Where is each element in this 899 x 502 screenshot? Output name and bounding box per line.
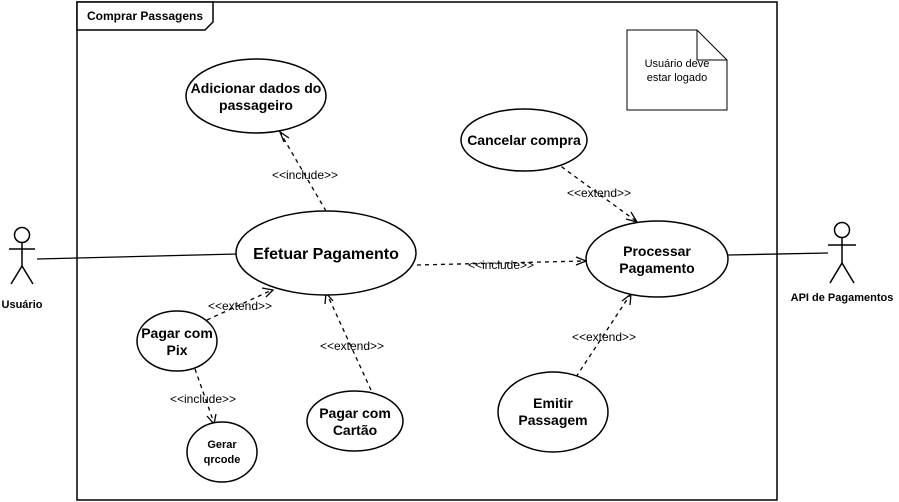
use-case-cancelar-compra[interactable]: Cancelar compra [460, 108, 588, 172]
relation-cancelar-processar: <<extend>> [554, 161, 639, 224]
note-line-1: Usuário deve [645, 58, 710, 70]
use-case-pix-line-2: Pix [166, 342, 187, 358]
actor-usuario[interactable]: Usuário [2, 226, 43, 312]
use-case-processar-pagamento[interactable]: Processar Pagamento [585, 220, 729, 298]
relation-label-pix-qrcode: <<include>> [170, 392, 236, 406]
relation-label-pix-efetuar: <<extend>> [208, 299, 272, 313]
use-case-adicionar-line-1: Adicionar dados do [191, 80, 322, 96]
relation-label-efetuar-processar: <<include>> [468, 258, 534, 272]
use-case-pix-line-1: Pagar com [141, 325, 213, 341]
use-case-emitir-line-2: Passagem [518, 412, 587, 428]
relation-pix-efetuar: <<extend>> [206, 287, 275, 321]
use-case-gerar-qrcode[interactable]: Gerar qrcode [186, 421, 258, 483]
association-processar-api [727, 252, 829, 256]
relation-efetuar-adicionar: <<include>> [272, 130, 338, 212]
frame-tab [76, 1, 214, 31]
use-case-pagar-pix[interactable]: Pagar com Pix [136, 310, 218, 372]
use-case-cartao-line-1: Pagar com [319, 405, 391, 421]
use-case-cartao-line-2: Cartão [333, 422, 377, 438]
use-case-qrcode-line-1: Gerar [207, 439, 237, 451]
use-case-processar-line-1: Processar [623, 243, 691, 259]
actor-api-label: API de Pagamentos [791, 292, 894, 304]
relation-label-cancelar-processar: <<extend>> [567, 186, 631, 200]
use-case-efetuar-pagamento[interactable]: Efetuar Pagamento [235, 210, 417, 296]
stick-figure-icon [9, 226, 35, 285]
relation-efetuar-processar: <<include>> [416, 256, 588, 272]
use-case-emitir-line-1: Emitir [533, 395, 573, 411]
use-case-efetuar-label: Efetuar Pagamento [253, 246, 399, 263]
note: Usuário deve estar logado [626, 29, 728, 111]
use-case-emitir-passagem[interactable]: Emitir Passagem [497, 371, 609, 453]
actor-usuario-label: Usuário [2, 299, 43, 311]
use-case-processar-line-2: Pagamento [619, 260, 694, 276]
stick-figure-icon [828, 221, 856, 284]
note-line-2: estar logado [647, 72, 708, 84]
relation-label-cartao-efetuar: <<extend>> [320, 339, 384, 353]
frame-title: Comprar Passagens [87, 9, 203, 23]
actor-api-pagamentos[interactable]: API de Pagamentos [791, 221, 894, 305]
use-case-cancelar-label: Cancelar compra [467, 132, 581, 148]
relation-label-emitir-processar: <<extend>> [572, 330, 636, 344]
use-case-adicionar-dados[interactable]: Adicionar dados do passageiro [185, 58, 327, 134]
use-case-adicionar-line-2: passageiro [219, 97, 293, 113]
use-case-pagar-cartao[interactable]: Pagar com Cartão [306, 390, 404, 452]
association-user-efetuar [36, 253, 238, 260]
relation-label-efetuar-adicionar: <<include>> [272, 168, 338, 182]
use-case-qrcode-line-2: qrcode [204, 454, 241, 466]
